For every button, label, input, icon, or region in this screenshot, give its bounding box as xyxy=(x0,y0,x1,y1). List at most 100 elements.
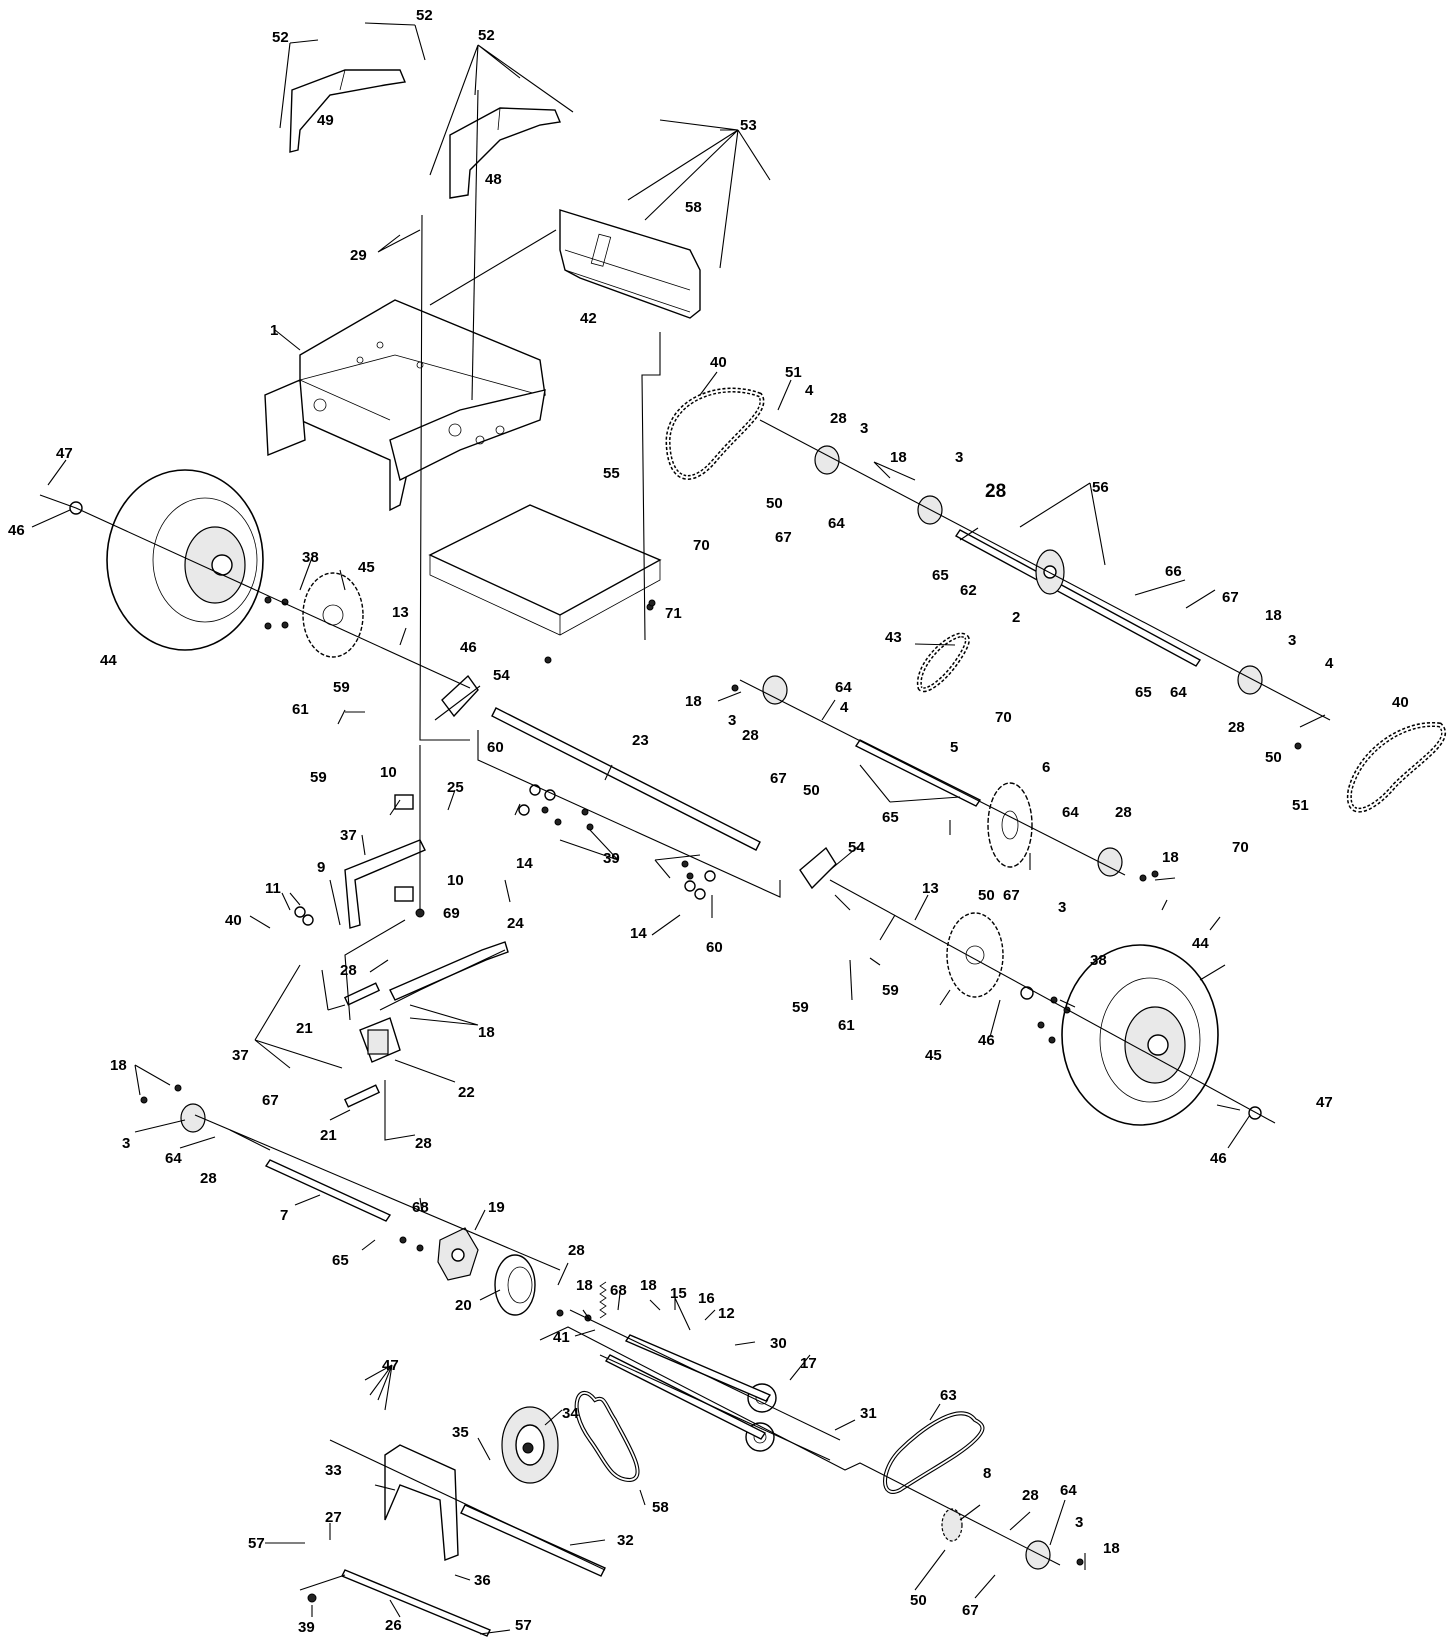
callout-66: 66 xyxy=(1165,563,1182,580)
callout-18-b: 18 xyxy=(1265,607,1282,624)
callout-47-a: 47 xyxy=(56,445,73,462)
callout-4-b: 4 xyxy=(1325,655,1334,672)
callout-21-b: 21 xyxy=(320,1127,337,1144)
callout-50-c: 50 xyxy=(803,782,820,799)
callout-23: 23 xyxy=(632,732,649,749)
bearing-3-c xyxy=(1237,665,1263,695)
callout-52-b: 52 xyxy=(416,7,433,24)
callout-35: 35 xyxy=(452,1424,469,1441)
callout-28-i: 28 xyxy=(568,1242,585,1259)
block-10-a xyxy=(394,794,414,810)
callout-50-a: 50 xyxy=(766,495,783,512)
callout-40-b: 40 xyxy=(1392,694,1409,711)
sprocket-45-right xyxy=(946,912,1004,998)
callout-65-b: 65 xyxy=(1135,684,1152,701)
callout-47-c: 47 xyxy=(382,1357,399,1374)
callout-57-b: 57 xyxy=(515,1617,532,1634)
callout-39-a: 39 xyxy=(603,850,620,867)
callout-64-e: 64 xyxy=(165,1150,182,1167)
bearing-3-e xyxy=(1097,847,1123,877)
callout-67-d: 67 xyxy=(1003,887,1020,904)
chain-51-right xyxy=(1346,721,1446,813)
callout-54-b: 54 xyxy=(848,839,865,856)
plate-21-b xyxy=(343,1084,381,1108)
callout-50-e: 50 xyxy=(910,1592,927,1609)
callout-59-c: 59 xyxy=(882,982,899,999)
callout-69: 69 xyxy=(443,905,460,922)
axle-23 xyxy=(491,707,761,851)
callout-59-b: 59 xyxy=(310,769,327,786)
callout-64-c: 64 xyxy=(1170,684,1187,701)
callout-67-c: 67 xyxy=(770,770,787,787)
tray-55 xyxy=(428,504,662,636)
callout-65-a: 65 xyxy=(932,567,949,584)
callout-38-b: 38 xyxy=(1090,952,1107,969)
callout-18-e: 18 xyxy=(478,1024,495,1041)
callout-47-b: 47 xyxy=(1316,1094,1333,1111)
belt-63 xyxy=(883,1411,985,1494)
callout-16: 16 xyxy=(698,1290,715,1307)
idler-arm xyxy=(624,1334,772,1402)
callout-46-a: 46 xyxy=(8,522,25,539)
callout-18-a: 18 xyxy=(890,449,907,466)
callout-15: 15 xyxy=(670,1285,687,1302)
bracket-54-left xyxy=(441,674,479,718)
callout-28-h: 28 xyxy=(200,1170,217,1187)
callout-9: 9 xyxy=(317,859,325,876)
cover-48 xyxy=(449,107,561,199)
callout-22: 22 xyxy=(458,1084,475,1101)
callout-37-b: 37 xyxy=(232,1047,249,1064)
callout-25: 25 xyxy=(447,779,464,796)
callout-24: 24 xyxy=(507,915,524,932)
callout-31: 31 xyxy=(860,1405,877,1422)
callout-21-a: 21 xyxy=(296,1020,313,1037)
callout-28-b: 28 xyxy=(985,481,1006,502)
callout-64-d: 64 xyxy=(1062,804,1079,821)
callout-61-a: 61 xyxy=(292,701,309,718)
bearing-3-d xyxy=(762,675,788,705)
callout-26: 26 xyxy=(385,1617,402,1634)
callout-54-a: 54 xyxy=(493,667,510,684)
callout-6: 6 xyxy=(1042,759,1050,776)
callout-28-e: 28 xyxy=(1115,804,1132,821)
callout-2: 2 xyxy=(1012,609,1020,626)
callout-55: 55 xyxy=(603,465,620,482)
callout-45-b: 45 xyxy=(925,1047,942,1064)
callout-59-a: 59 xyxy=(333,679,350,696)
callout-44-a: 44 xyxy=(100,652,117,669)
callout-42: 42 xyxy=(580,310,597,327)
callout-29: 29 xyxy=(350,247,367,264)
callout-3-f: 3 xyxy=(122,1135,130,1152)
shaft-7 xyxy=(264,1159,392,1222)
callout-12: 12 xyxy=(718,1305,735,1322)
callout-3-e: 3 xyxy=(1058,899,1066,916)
callout-18-c: 18 xyxy=(685,693,702,710)
callout-50-b: 50 xyxy=(1265,749,1282,766)
callout-64-a: 64 xyxy=(828,515,845,532)
pulley-20 xyxy=(494,1254,536,1316)
callout-38-a: 38 xyxy=(302,549,319,566)
main-frame-1 xyxy=(264,299,546,512)
bearing-3-f xyxy=(180,1103,206,1133)
callout-52-a: 52 xyxy=(272,29,289,46)
callout-7: 7 xyxy=(280,1207,288,1224)
callout-68-a: 68 xyxy=(412,1199,429,1216)
callout-65-d: 65 xyxy=(332,1252,349,1269)
callout-63: 63 xyxy=(940,1387,957,1404)
callout-28-j: 28 xyxy=(1022,1487,1039,1504)
callout-67-f: 67 xyxy=(962,1602,979,1619)
idler-arm-lower xyxy=(604,1354,767,1440)
sprocket-8 xyxy=(941,1508,963,1542)
shaft-5-sprocket-6 xyxy=(854,739,1033,868)
callout-3-a: 3 xyxy=(860,420,868,437)
hub-19 xyxy=(437,1227,479,1281)
callout-64-f: 64 xyxy=(1060,1482,1077,1499)
callout-8: 8 xyxy=(983,1465,991,1482)
callout-14-a: 14 xyxy=(516,855,533,872)
callout-56: 56 xyxy=(1092,479,1109,496)
cover-49 xyxy=(289,69,406,153)
callout-10-b: 10 xyxy=(447,872,464,889)
callout-28-a: 28 xyxy=(830,410,847,427)
callout-1: 1 xyxy=(270,322,278,339)
